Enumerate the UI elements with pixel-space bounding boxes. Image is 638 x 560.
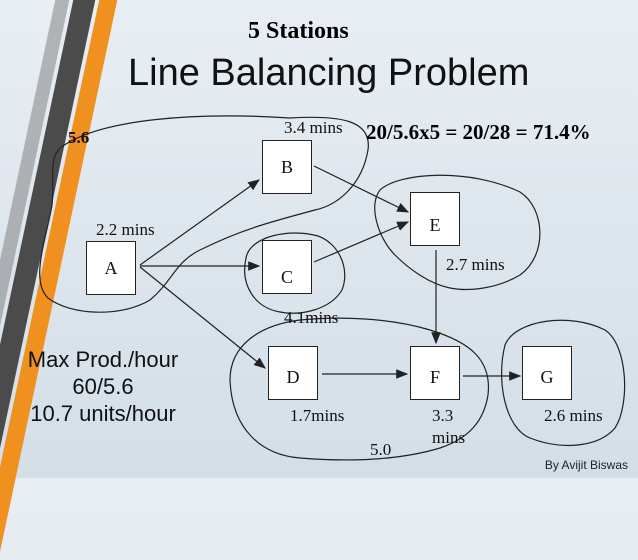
time-G: 2.6 mins	[544, 406, 603, 425]
node-C: C	[262, 240, 312, 294]
station-2-outline	[244, 232, 346, 314]
efficiency-formula: 20/5.6x5 = 20/28 = 71.4%	[366, 120, 591, 144]
node-D: D	[268, 346, 318, 400]
time-E: 2.7 mins	[446, 255, 505, 274]
node-B: B	[262, 140, 312, 194]
station-3-outline	[374, 174, 541, 291]
edge-C-E	[313, 221, 410, 263]
node-A: A	[86, 241, 136, 295]
time-D: 1.7mins	[290, 406, 345, 425]
subtitle: 5 Stations	[248, 18, 349, 44]
author-credit: By Avijit Biswas	[544, 458, 628, 472]
station-5-outline	[501, 319, 626, 447]
station-1-outline	[39, 115, 369, 313]
station-4-outline	[229, 317, 490, 461]
time-F-line1: 3.3	[432, 406, 454, 425]
edge-A-B	[139, 179, 260, 266]
max-production-note: Max Prod./hour 60/5.6 10.7 units/hour	[0, 346, 206, 427]
station-1-time: 5.6	[68, 128, 90, 147]
time-B: 3.4 mins	[284, 118, 343, 137]
diagram-canvas	[39, 115, 626, 461]
station-5-time: 5.0	[370, 440, 392, 459]
page-title: Line Balancing Problem	[128, 52, 530, 94]
time-C: 4.1mins	[284, 308, 339, 327]
max-prod-line3: 10.7 units/hour	[30, 401, 176, 426]
node-G: G	[522, 346, 572, 400]
edge-A-D	[139, 266, 266, 369]
edge-B-E	[313, 165, 410, 213]
time-F-line2: mins	[432, 428, 466, 447]
node-E: E	[410, 192, 460, 246]
max-prod-line2: 60/5.6	[72, 374, 134, 399]
node-F: F	[410, 346, 460, 400]
time-A: 2.2 mins	[96, 220, 155, 239]
max-prod-line1: Max Prod./hour	[27, 347, 179, 372]
